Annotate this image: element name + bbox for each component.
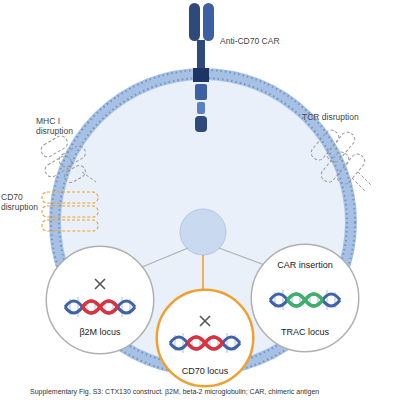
knockout-x <box>95 279 105 289</box>
locus-label: CAR insertion <box>250 260 360 271</box>
transmembrane <box>193 68 209 82</box>
dna-edit <box>83 301 118 313</box>
signal-domain <box>195 84 207 100</box>
figure-caption: Supplementary Fig. S3: CTX130 construct.… <box>30 388 319 395</box>
part-label: TCR disruption <box>302 112 362 122</box>
part-label: MHC I disruption <box>36 116 88 136</box>
mhc-ghost <box>39 134 96 185</box>
dna-insert <box>288 294 323 306</box>
part-label: CD70 disruption <box>1 192 43 212</box>
circle-shape <box>46 246 154 354</box>
scfv-domain <box>203 3 214 41</box>
dna-helix <box>65 297 135 317</box>
locus-label: β2M locus <box>45 327 155 338</box>
part-label: Anti-CD70 CAR <box>220 36 282 46</box>
locus-circle: β2M locus <box>45 245 155 355</box>
tcr-ghost <box>309 127 372 192</box>
signal-domain <box>195 116 207 132</box>
dna-helix <box>170 333 240 353</box>
car-receptor <box>189 3 214 132</box>
locus-label: CD70 locus <box>155 366 255 377</box>
locus-circle: CD70 locus <box>155 288 255 388</box>
dna-edit <box>188 337 223 349</box>
circle-outline <box>45 245 155 355</box>
hinge <box>197 40 205 70</box>
knockout-x <box>200 316 210 326</box>
cd70-ghost <box>42 192 98 231</box>
scfv-domain <box>189 3 200 41</box>
leader-line <box>202 255 204 290</box>
locus-label: TRAC locus <box>250 327 360 338</box>
dna-helix <box>270 290 340 310</box>
signal-domain <box>197 102 205 114</box>
locus-circle: CAR insertionTRAC locus <box>250 243 360 353</box>
